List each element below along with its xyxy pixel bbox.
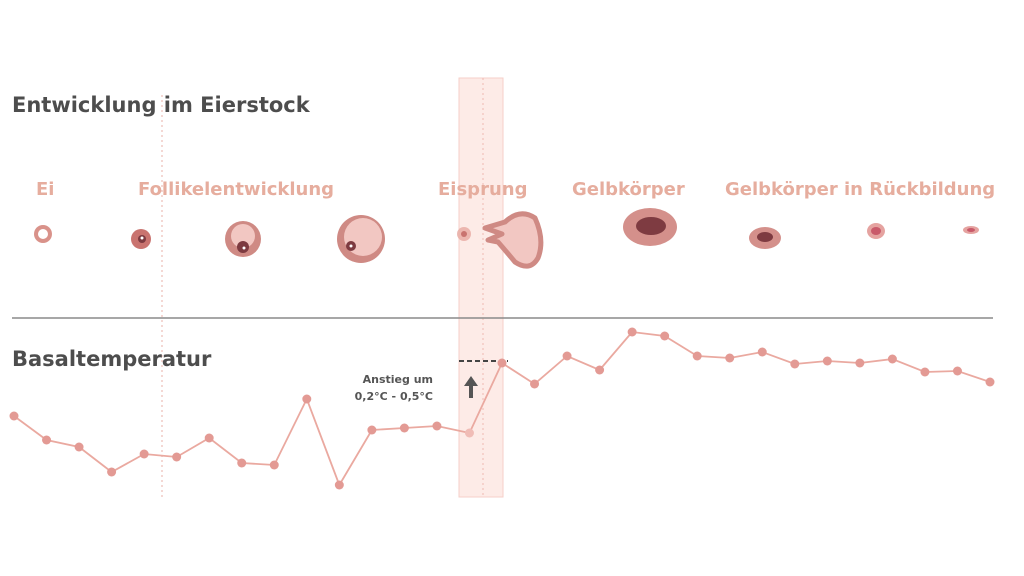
corpus-luteum-icon [623, 208, 677, 246]
follicle-medium-icon [225, 221, 261, 257]
stage-label-rueckbildung: Gelbkörper in Rückbildung [725, 179, 995, 200]
temperature-point [952, 366, 962, 376]
temperature-point [855, 358, 865, 368]
follicle-large-icon [337, 215, 385, 263]
temperature-point [139, 449, 149, 459]
temperature-point [660, 331, 670, 341]
temperature-point [497, 358, 507, 368]
egg-icon [34, 225, 52, 243]
temperature-point [269, 460, 279, 470]
temperature-point [920, 367, 930, 377]
temperature-point [790, 359, 800, 369]
corpus-albicans-small-icon [867, 223, 885, 239]
temperature-point [530, 379, 540, 389]
temperature-point [107, 467, 117, 477]
temperature-title: Basaltemperatur [12, 347, 212, 371]
temperature-chart [9, 327, 995, 490]
temperature-point [42, 435, 52, 445]
stage-label-ei: Ei [36, 179, 54, 200]
temperature-point [9, 411, 19, 421]
temperature-point [725, 353, 735, 363]
temperature-point [562, 351, 572, 361]
temperature-point [237, 458, 247, 468]
ovulation-temperature-point [464, 428, 474, 438]
temperature-rise-note-line2: 0,2°C - 0,5°C [355, 390, 433, 403]
temperature-point [367, 425, 377, 435]
temperature-point [204, 433, 214, 443]
temperature-point [432, 421, 442, 431]
temperature-point [627, 327, 637, 337]
temperature-point [692, 351, 702, 361]
arrow-up-icon [464, 376, 478, 398]
temperature-point [172, 452, 182, 462]
stage-label-eisprung: Eisprung [438, 179, 527, 200]
temperature-point [887, 354, 897, 364]
temperature-rise-note-line1: Anstieg um [363, 373, 433, 386]
stage-label-follikel: Follikelentwicklung [138, 179, 334, 200]
temperature-point [74, 442, 84, 452]
corpus-luteum-regressing-icon [749, 227, 781, 249]
follicle-small-icon [131, 229, 151, 249]
temperature-point [595, 365, 605, 375]
temperature-point [822, 356, 832, 366]
stage-label-gelbkoerper: Gelbkörper [572, 179, 685, 200]
temperature-point [334, 480, 344, 490]
temperature-point [399, 423, 409, 433]
ovary-title: Entwicklung im Eierstock [12, 93, 311, 117]
temperature-point [985, 377, 995, 387]
ovulation-icon [457, 211, 544, 269]
temperature-point [757, 347, 767, 357]
ovulation-band [458, 77, 504, 498]
corpus-albicans-tiny-icon [963, 226, 979, 234]
temperature-point [302, 394, 312, 404]
